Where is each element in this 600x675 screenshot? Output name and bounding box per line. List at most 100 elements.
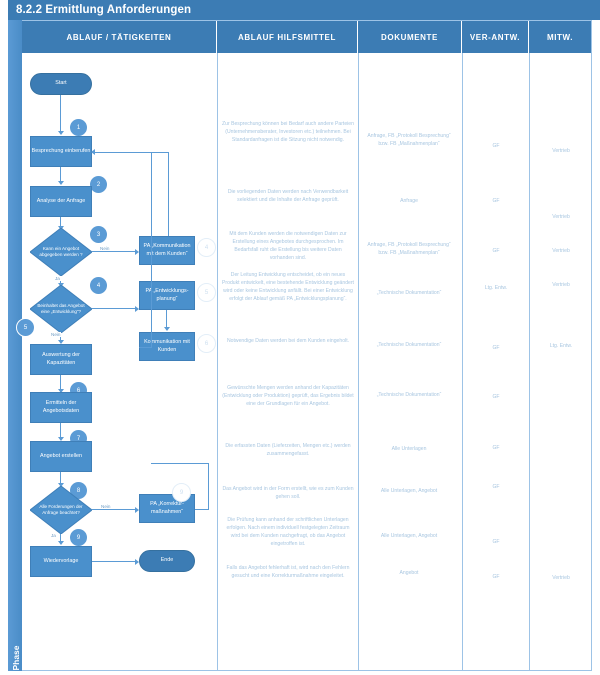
verantw-row-2: GF — [492, 198, 500, 204]
arrowhead-d4-to-p5 — [135, 306, 139, 312]
connector-d3-ja — [60, 276, 62, 286]
feedback-p6-stub — [139, 347, 152, 349]
column-separator-2 — [358, 53, 359, 671]
step-badge-2: 2 — [89, 175, 108, 194]
feedback-line-left-vertical — [151, 152, 153, 347]
hilfsmittel-row-5: Notwendige Daten werden bei dem Kunden e… — [226, 338, 350, 344]
phase-label: Phase — [11, 645, 21, 671]
dokumente-row-5: „Technische Dokumentation“ — [376, 342, 442, 348]
connector-5-to-6 — [60, 375, 62, 392]
arrowhead-to-node-2 — [58, 181, 64, 185]
arrowhead-to-node-5 — [58, 340, 64, 344]
mitw-row-4: Vertrieb — [552, 282, 570, 288]
column-separator-3 — [462, 53, 463, 671]
arrowhead-to-node-7 — [58, 437, 64, 441]
node-end[interactable]: Ende — [139, 550, 195, 572]
table-frame — [8, 20, 592, 671]
mitw-row-10: Vertrieb — [552, 575, 570, 581]
document-title-bar: 8.2.2 Ermittlung Anforderungen — [8, 0, 600, 20]
connector-7-to-d8 — [60, 472, 62, 486]
step-badge-1: 1 — [69, 118, 88, 137]
column-header-ablauf: ABLAUF / TÄTIGKEITEN — [22, 21, 217, 53]
node-ermitteln-angebotsdaten[interactable]: Ermitteln der Angebotsdaten — [30, 392, 92, 423]
verantw-row-10: GF — [492, 574, 500, 580]
mitw-row-5: Ltg. Entw. — [549, 343, 573, 349]
diamond-shape-icon — [30, 285, 92, 333]
step-badge-6-open: 6 — [197, 334, 216, 353]
decision-3-label: Kann ein Angebot abgegeben werden ? — [39, 246, 83, 257]
dokumente-row-1: Anfrage, FB „Protokoll Besprechung“ bzw.… — [367, 133, 451, 147]
decision-4-label: Beinhaltet das Angebot eine „Entwicklung… — [37, 303, 85, 314]
arrowhead-to-decision-8 — [58, 483, 64, 487]
node-kommunikation-mit-kunden[interactable]: Kommunikation mit Kunden — [139, 332, 195, 361]
mitw-row-1: Vertrieb — [552, 148, 570, 154]
arrowhead-to-node-1 — [58, 131, 64, 135]
decision-kann-angebot-abgegeben[interactable]: Kann ein Angebot abgegeben werden ? — [30, 228, 92, 276]
verantw-row-7: GF — [492, 445, 500, 451]
connector-2-to-d3 — [60, 217, 62, 229]
node-pa-kommunikation-kunden[interactable]: PA „Kommunikation mit dem Kunden“ — [139, 236, 195, 265]
feedback-line-right-horizontal — [152, 152, 169, 154]
edge-label-d4-nein: Nein — [50, 332, 62, 337]
feedback-line-right-vertical — [168, 152, 170, 236]
verantw-row-5: GF — [492, 345, 500, 351]
step-badge-4-open: 4 — [197, 238, 216, 257]
mitw-row-2: Vertrieb — [552, 214, 570, 220]
node-analyse-der-anfrage[interactable]: Analyse der Anfrage — [30, 186, 92, 217]
verantw-row-8: GF — [492, 484, 500, 490]
connector-p5-to-p6 — [166, 310, 168, 330]
decision-8-label: Alle Forderungen der Anfrage beachtet? — [39, 504, 83, 515]
step-badge-3: 3 — [89, 225, 108, 244]
table-header-row: ABLAUF / TÄTIGKEITEN ABLAUF HILFSMITTEL … — [22, 21, 591, 53]
phase-band: Phase — [8, 20, 22, 671]
arrowhead-d3-to-p4 — [135, 249, 139, 255]
arrowhead-to-node-9 — [58, 541, 64, 545]
dokumente-row-4: „Technische Dokumentation“ — [376, 290, 442, 296]
column-header-hilfsmittel: ABLAUF HILFSMITTEL — [217, 21, 358, 53]
hilfsmittel-row-7: Die erfassten Daten (Lieferzeiten, Menge… — [225, 443, 351, 457]
step-badge-5: 5 — [16, 318, 35, 337]
decision-beinhaltet-entwicklung[interactable]: Beinhaltet das Angebot eine „Entwicklung… — [30, 285, 92, 333]
dokumente-row-3: Anfrage, FB „Protokoll Besprechung“ bzw.… — [367, 242, 451, 256]
node-wiedervorlage[interactable]: Wiedervorlage — [30, 546, 92, 577]
loop-p9-right — [195, 509, 209, 511]
dokumente-row-6: „Technische Dokumentation“ — [376, 392, 442, 398]
loop-p9-horizontal — [151, 463, 209, 465]
node-besprechung-einberufen[interactable]: Besprechung einberufen — [30, 136, 92, 167]
connector-d8-ja — [60, 534, 62, 544]
arrowhead-feedback-to-node-1 — [91, 149, 95, 155]
decision-alle-forderungen-beachtet[interactable]: Alle Forderungen der Anfrage beachtet? — [30, 486, 92, 534]
verantw-row-6: GF — [492, 394, 500, 400]
connector-6-to-7 — [60, 423, 62, 440]
loop-p9-vertical — [208, 463, 210, 510]
arrowhead-to-node-6 — [58, 389, 64, 393]
diamond-shape-icon — [30, 228, 92, 276]
step-badge-9: 9 — [69, 528, 88, 547]
connector-1-to-2 — [60, 167, 62, 184]
step-badge-4: 4 — [89, 276, 108, 295]
connector-d4-nein — [60, 333, 62, 343]
arrowhead-to-p6 — [164, 327, 170, 331]
dokumente-row-8: Alle Unterlagen, Angebot — [380, 488, 438, 494]
dokumente-row-9: Alle Unterlagen, Angebot — [380, 533, 438, 539]
column-header-mitw: MITW. — [529, 21, 591, 53]
verantw-row-1: GF — [492, 143, 500, 149]
column-separator-1 — [217, 53, 218, 671]
mitw-row-3: Vertrieb — [552, 248, 570, 254]
feedback-line-left-horizontal — [92, 152, 152, 154]
hilfsmittel-row-3: Mit dem Kunden werden die notwendigen Da… — [229, 231, 347, 261]
arrowhead-to-end — [135, 559, 139, 565]
verantw-row-3: GF — [492, 248, 500, 254]
page-title: 8.2.2 Ermittlung Anforderungen — [16, 4, 192, 16]
hilfsmittel-row-10: Falls das Angebot fehlerhaft ist, wird n… — [226, 565, 350, 579]
node-start[interactable]: Start — [30, 73, 92, 95]
node-pa-entwicklungsplanung[interactable]: PA „Entwicklungs-planung“ — [139, 281, 195, 310]
hilfsmittel-row-4: Der Leitung Entwicklung entscheidet, ob … — [222, 272, 354, 302]
node-angebot-erstellen[interactable]: Angebot erstellen — [30, 441, 92, 472]
node-auswertung-kapazitaeten[interactable]: Auswertung der Kapazitäten — [30, 344, 92, 375]
diamond-shape-icon — [30, 486, 92, 534]
connector-d8-nein — [92, 509, 137, 511]
column-separator-4 — [529, 53, 530, 671]
verantw-row-9: GF — [492, 539, 500, 545]
